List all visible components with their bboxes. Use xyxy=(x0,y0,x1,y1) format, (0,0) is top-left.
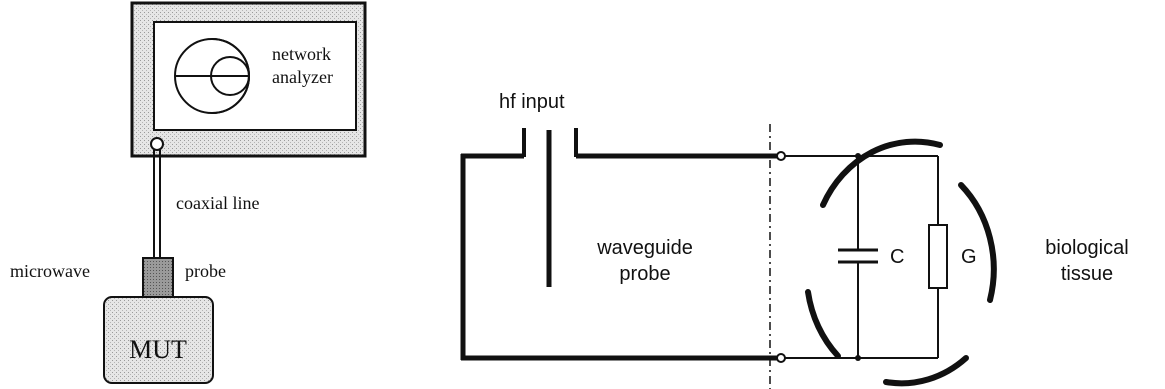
waveguide-label-line2: probe xyxy=(619,263,670,285)
mut-label: MUT xyxy=(129,335,187,364)
microwave-probe: microwave probe xyxy=(10,257,226,299)
capacitor-label: C xyxy=(890,246,904,268)
conductance-label: G xyxy=(961,246,977,268)
waveguide-probe: waveguide probe xyxy=(460,130,779,361)
mut-beaker xyxy=(103,296,214,384)
waveguide-label-line1: waveguide xyxy=(596,237,693,259)
tissue-label-line1: biological xyxy=(1045,237,1128,259)
probe-body xyxy=(142,257,174,299)
terminal-bottom xyxy=(776,353,786,363)
microwave-label: microwave xyxy=(10,261,90,281)
network-analyzer: network analyzer xyxy=(130,1,367,158)
hf-input: hf input xyxy=(499,91,578,157)
terminal-top xyxy=(776,151,786,161)
smith-chart-icon xyxy=(174,38,250,114)
tissue-boundary xyxy=(805,138,997,387)
probe-label: probe xyxy=(185,261,226,281)
capacitor-c: C xyxy=(838,153,904,361)
analyzer-label-line1: network xyxy=(272,44,331,64)
mut-container: MUT xyxy=(103,296,214,384)
hf-input-label: hf input xyxy=(499,91,565,113)
conductance-g: G xyxy=(928,156,977,358)
equivalent-circuit: C G xyxy=(776,151,977,363)
coaxial-line: coaxial line xyxy=(153,150,259,258)
analyzer-label-line2: analyzer xyxy=(272,67,333,87)
analyzer-port-connector xyxy=(150,137,164,151)
coaxial-label: coaxial line xyxy=(176,193,259,213)
tissue-label-line2: tissue xyxy=(1061,263,1113,285)
